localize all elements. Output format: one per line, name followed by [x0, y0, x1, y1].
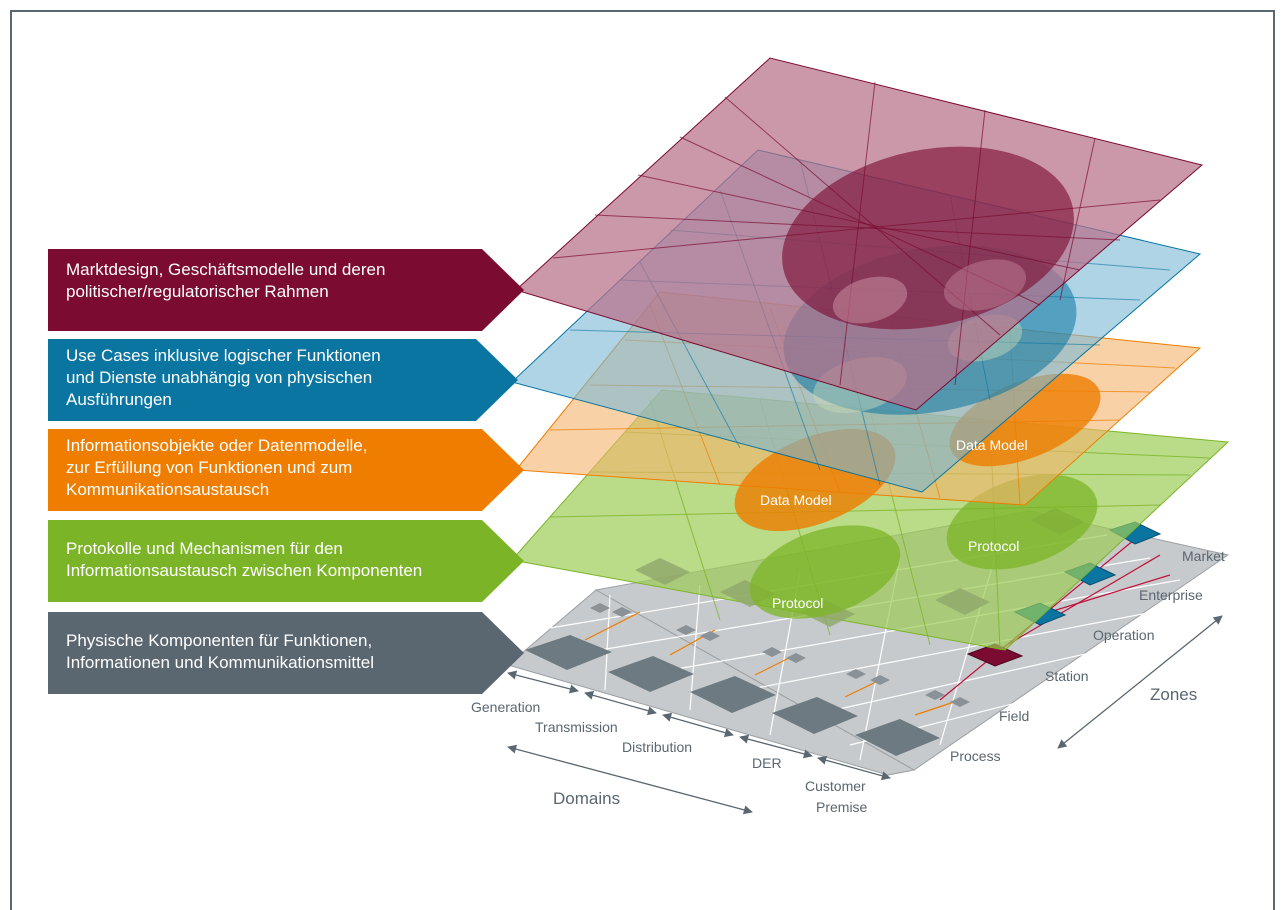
domain-der: DER	[752, 755, 782, 771]
layer-label-component-line: Informationen und Kommunikationsmittel	[66, 653, 375, 672]
layer-label-communication-line: Protokolle und Mechanismen für den	[66, 539, 343, 558]
domain-premise: Premise	[816, 799, 868, 815]
zone-field: Field	[999, 708, 1029, 724]
layer-label-component: Physische Komponenten für Funktionen, In…	[48, 612, 524, 694]
layer-label-function: Use Cases inklusive logischer Funktionen…	[48, 339, 518, 421]
sgam-diagram: Data Model Data Model Protocol Protocol …	[471, 57, 1230, 815]
layer-label-function-line: Use Cases inklusive logischer Funktionen	[66, 346, 381, 365]
layer-label-function-line: und Dienste unabhängig von physischen	[66, 368, 373, 387]
domain-labels: Generation Transmission Distribution DER…	[471, 699, 868, 815]
data-model-label-left: Data Model	[760, 492, 832, 508]
domain-transmission: Transmission	[535, 719, 618, 735]
layer-label-function-line: Ausführungen	[66, 390, 172, 409]
zone-axis-arrow	[1057, 615, 1223, 749]
zones-title: Zones	[1150, 685, 1197, 704]
zone-station: Station	[1045, 668, 1089, 684]
layer-label-communication: Protokolle und Mechanismen für den Infor…	[48, 520, 524, 602]
zone-operation: Operation	[1093, 627, 1154, 643]
diagram-frame	[10, 10, 1275, 910]
layer-label-information-line: Informationsobjekte oder Datenmodelle,	[66, 436, 368, 455]
domain-distribution: Distribution	[622, 739, 692, 755]
layer-label-information: Informationsobjekte oder Datenmodelle, z…	[48, 429, 524, 511]
layer-label-communication-line: Informationsaustausch zwischen Komponent…	[66, 561, 423, 580]
business-plane	[515, 57, 1204, 411]
domain-generation: Generation	[471, 699, 540, 715]
layer-label-component-line: Physische Komponenten für Funktionen,	[66, 631, 373, 650]
protocol-label-right: Protocol	[968, 538, 1019, 554]
domain-axis	[507, 670, 891, 815]
zone-market: Market	[1182, 548, 1225, 564]
zone-enterprise: Enterprise	[1139, 587, 1203, 603]
zone-process: Process	[950, 748, 1001, 764]
domains-title: Domains	[553, 789, 620, 808]
layer-label-business-line: Marktdesign, Geschäftsmodelle und deren	[66, 260, 386, 279]
layer-label-business: Marktdesign, Geschäftsmodelle und deren …	[48, 249, 524, 331]
layer-label-information-line: Kommunikationsaustausch	[66, 480, 270, 499]
protocol-label-left: Protocol	[772, 595, 823, 611]
layer-label-information-line: zur Erfüllung von Funktionen und zum	[66, 458, 353, 477]
layer-label-business-line: politischer/regulatorischer Rahmen	[66, 282, 329, 301]
domain-customer: Customer	[805, 778, 866, 794]
data-model-label-right: Data Model	[956, 437, 1028, 453]
